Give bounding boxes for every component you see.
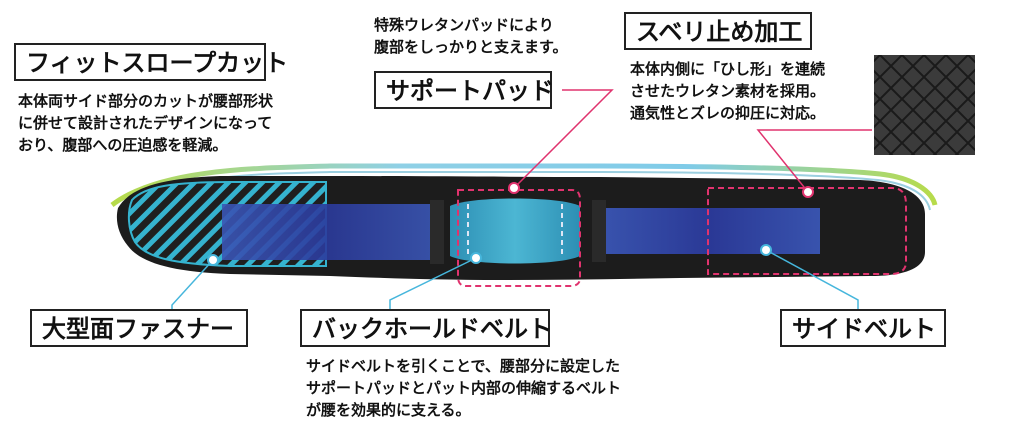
caption-line: サイドベルトを引くことで、腰部分に設定した	[306, 357, 620, 375]
label-fit-slope-cut: フィットスロープカット	[14, 43, 288, 81]
belt-edge-highlight	[110, 163, 938, 207]
leader-side-belt	[765, 249, 859, 310]
anti-slip-texture	[874, 55, 975, 155]
left-strap	[222, 204, 432, 260]
anti-slip-outline	[707, 187, 907, 275]
caption-line: おり、腹部への圧迫感を軽減。	[18, 136, 228, 154]
leader-support-pad	[513, 89, 614, 189]
leader-back-hold-belt	[389, 257, 477, 310]
label-fastener: 大型面ファスナー	[30, 309, 248, 347]
caption-fit-slope-cut: 本体両サイド部分のカットが腰部形状 に併せて設計されたデザインになって おり、腹…	[18, 90, 273, 156]
caption-line: 本体両サイド部分のカットが腰部形状	[18, 92, 274, 110]
caption-line: サポートパッドとパット内部の伸縮するベルト	[306, 379, 622, 397]
support-pad	[450, 198, 580, 264]
caption-line: が腰を効果的に支える。	[306, 401, 471, 419]
label-support-pad: サポートパッド	[374, 71, 554, 109]
right-strap	[602, 208, 820, 254]
caption-line: させたウレタン素材を採用。	[630, 82, 826, 100]
caption-line: 腹部をしっかりと支えます。	[374, 38, 568, 56]
caption-line: 本体内側に「ひし形」を連続	[630, 60, 826, 78]
caption-line: 特殊ウレタンパッドにより	[374, 16, 554, 34]
caption-support-pad: 特殊ウレタンパッドにより 腹部をしっかりと支えます。	[374, 14, 568, 58]
caption-back-hold-belt: サイドベルトを引くことで、腰部分に設定した サポートパッドとパット内部の伸縮する…	[306, 355, 621, 421]
caption-anti-slip: 本体内側に「ひし形」を連続 させたウレタン素材を採用。 通気性とズレの抑圧に対応…	[630, 58, 825, 124]
leader-anti-slip	[756, 129, 872, 193]
support-pad-outline	[457, 189, 581, 287]
label-back-hold-belt: バックホールドベルト	[300, 309, 552, 347]
label-anti-slip: スベリ止め加工	[624, 12, 812, 50]
caption-line: 通気性とズレの抑圧に対応。	[630, 104, 826, 122]
label-side-belt: サイドベルト	[780, 309, 946, 347]
caption-line: に併せて設計されたデザインになって	[18, 114, 273, 132]
